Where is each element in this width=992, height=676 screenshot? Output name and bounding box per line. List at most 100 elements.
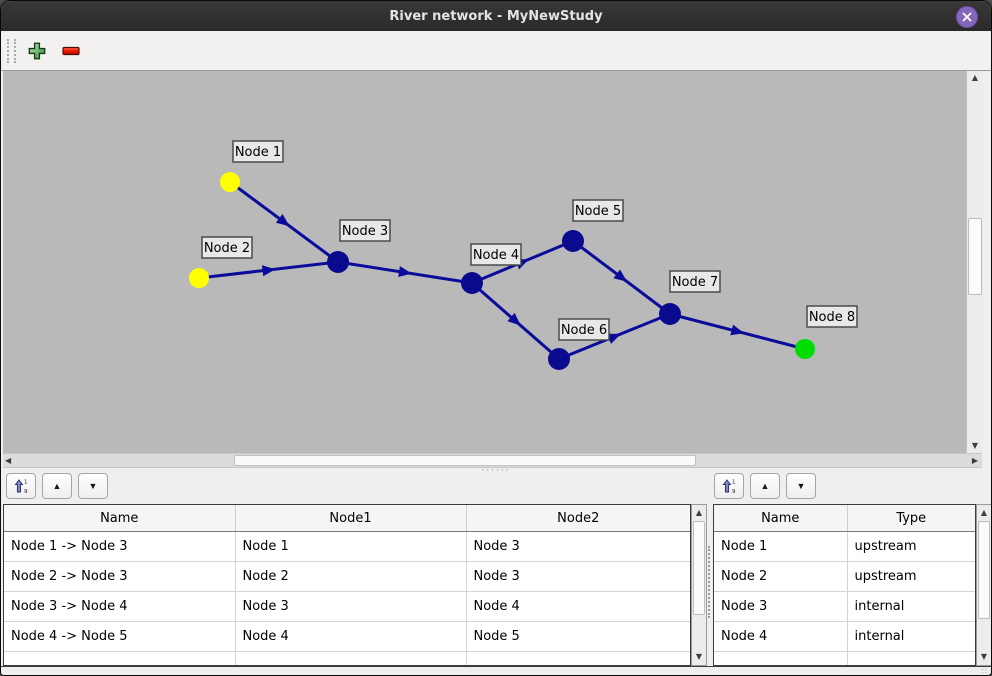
edge-arrow-icon	[613, 269, 628, 282]
node-label-box[interactable]	[806, 305, 858, 328]
table-cell: Node 3 -> Node 4	[4, 591, 236, 622]
scroll-down-icon[interactable]: ▼	[695, 652, 703, 661]
sort-1-9-icon: 1 9	[722, 479, 736, 494]
branches-table-scrollbar[interactable]: ▲ ▼	[691, 504, 707, 666]
column-header[interactable]: Type	[847, 505, 975, 532]
column-header[interactable]: Name	[4, 505, 236, 532]
table-row-empty	[4, 651, 690, 665]
resize-grip-icon[interactable]: ∷	[981, 667, 987, 676]
node-label: Node 6	[561, 323, 607, 338]
node-label-box[interactable]	[339, 219, 391, 242]
table-cell: Node 3	[466, 531, 690, 562]
node-label: Node 1	[235, 145, 281, 160]
up-triangle-icon: ▲	[760, 481, 770, 491]
table-cell: Node 3	[714, 591, 848, 622]
table-cell	[235, 651, 467, 665]
network-node[interactable]	[461, 272, 483, 294]
node-label-box[interactable]	[232, 140, 284, 163]
column-header[interactable]: Name	[714, 505, 848, 532]
table-cell	[4, 651, 236, 665]
edge-arrow-icon	[261, 265, 276, 277]
table-cell: Node 4	[235, 621, 467, 652]
scroll-right-icon[interactable]: ▶	[971, 456, 978, 465]
network-node[interactable]	[220, 172, 240, 192]
table-row-empty	[714, 651, 975, 665]
svg-text:9: 9	[732, 489, 736, 494]
node-label-box[interactable]	[572, 199, 624, 222]
nodes-table-scrollbar[interactable]: ▲ ▼	[976, 504, 991, 666]
table-cell: Node 4	[714, 621, 848, 652]
network-node[interactable]	[548, 348, 570, 370]
node-label: Node 5	[575, 204, 621, 219]
table-cell: Node 3	[235, 591, 467, 622]
toolbar	[1, 31, 991, 71]
sort-button[interactable]: 1 9	[6, 473, 36, 499]
titlebar[interactable]: River network - MyNewStudy	[1, 1, 991, 31]
scroll-up-icon[interactable]: ▲	[695, 508, 703, 517]
table-cell: Node 2	[714, 561, 848, 592]
scroll-up-icon[interactable]: ▲	[971, 73, 979, 82]
close-icon	[962, 12, 972, 22]
move-up-button[interactable]: ▲	[42, 473, 72, 499]
scrollbar-thumb[interactable]	[693, 521, 705, 615]
down-triangle-icon: ▼	[88, 481, 98, 491]
network-node[interactable]	[659, 303, 681, 325]
scroll-up-icon[interactable]: ▲	[980, 508, 988, 517]
move-down-button[interactable]: ▼	[78, 473, 108, 499]
network-node[interactable]	[562, 230, 584, 252]
move-down-button[interactable]: ▼	[786, 473, 816, 499]
panel-splitter-vertical[interactable]	[708, 546, 712, 618]
scroll-left-icon[interactable]: ◀	[5, 456, 12, 465]
scrollbar-thumb[interactable]	[978, 521, 990, 619]
edge-arrow-icon	[507, 312, 521, 326]
table-cell: Node 1	[714, 531, 848, 562]
scroll-down-icon[interactable]: ▼	[980, 652, 988, 661]
table-cell: Node 4 -> Node 5	[4, 621, 236, 652]
column-header[interactable]: Node1	[235, 505, 467, 532]
table-cell	[714, 651, 848, 665]
table-cell: upstream	[847, 561, 975, 592]
node-label: Node 3	[342, 224, 388, 239]
add-button[interactable]	[24, 38, 50, 64]
move-up-button[interactable]: ▲	[750, 473, 780, 499]
table-cell	[466, 651, 690, 665]
scrollbar-thumb[interactable]	[234, 455, 696, 466]
nodes-toolbar: 1 9 ▲ ▼	[714, 473, 816, 499]
table-cell: internal	[847, 591, 975, 622]
canvas-vertical-scrollbar[interactable]: ▲ ▼	[966, 71, 983, 453]
edge-arrow-icon	[606, 333, 621, 344]
node-label-box[interactable]	[470, 243, 522, 266]
panel-splitter-horizontal[interactable]: ······	[481, 465, 511, 476]
node-label-box[interactable]	[669, 270, 721, 293]
up-triangle-icon: ▲	[52, 481, 62, 491]
scrollbar-thumb[interactable]	[968, 218, 982, 295]
network-node[interactable]	[795, 339, 815, 359]
toolbar-drag-handle[interactable]	[7, 38, 16, 63]
close-button[interactable]	[956, 6, 978, 28]
canvas-horizontal-scrollbar[interactable]: ◀ ▶	[3, 453, 982, 468]
network-node[interactable]	[189, 268, 209, 288]
node-label-box[interactable]	[201, 236, 253, 259]
sort-button[interactable]: 1 9	[714, 473, 744, 499]
scroll-down-icon[interactable]: ▼	[971, 441, 979, 450]
network-node[interactable]	[327, 251, 349, 273]
node-label-box[interactable]	[558, 318, 610, 341]
remove-button[interactable]	[58, 38, 84, 64]
table-cell: internal	[847, 621, 975, 652]
column-header[interactable]: Node2	[466, 505, 690, 532]
minus-icon	[62, 46, 80, 55]
